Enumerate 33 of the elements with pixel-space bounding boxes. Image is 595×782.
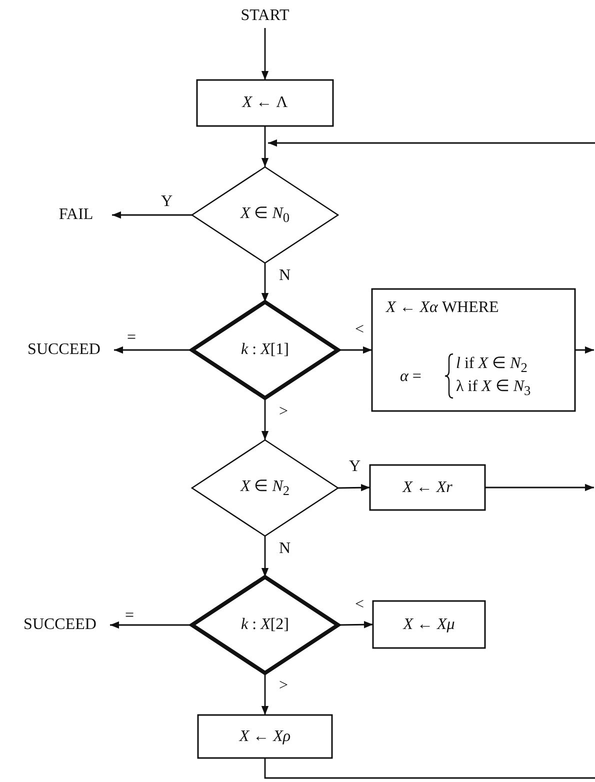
arrow	[261, 126, 269, 167]
arrow	[485, 484, 594, 492]
formula-text: X ← Xρ	[239, 728, 291, 746]
arrow	[268, 139, 595, 147]
formula-text: X ← Xr	[402, 478, 452, 496]
arrow	[575, 346, 594, 354]
process-box	[370, 465, 485, 510]
formula-text: α =	[400, 368, 422, 386]
formula-text: X ← Xα WHERE	[386, 299, 499, 317]
process-box	[198, 715, 332, 758]
formula-text: X ∈ N$_{2}$	[240, 477, 290, 500]
arrow	[261, 263, 269, 302]
process-box	[197, 80, 333, 126]
formula-text: X ← Λ	[242, 94, 288, 112]
arrow	[261, 398, 269, 440]
arrow	[112, 211, 192, 219]
arrow	[261, 536, 269, 577]
formula-text: l if X ∈ N$_{2}$	[456, 354, 528, 376]
terminal-label: SUCCEED	[14, 338, 114, 362]
process-box	[372, 289, 575, 411]
formula-text: X ← Xμ	[403, 616, 455, 634]
decision-diamond	[192, 440, 338, 536]
arrow	[261, 28, 269, 80]
arrow	[261, 673, 269, 715]
formula-text: X ∈ N$_{0}$	[240, 204, 290, 227]
terminal-label: FAIL	[40, 203, 112, 227]
connector-line	[264, 758, 595, 779]
formula-text: λ if X ∈ N$_{3}$	[456, 377, 531, 400]
decision-diamond	[192, 167, 338, 263]
terminal-label: START	[225, 4, 305, 28]
terminal-label: SUCCEED	[10, 613, 110, 637]
process-box	[373, 601, 485, 648]
arrow	[338, 484, 370, 492]
